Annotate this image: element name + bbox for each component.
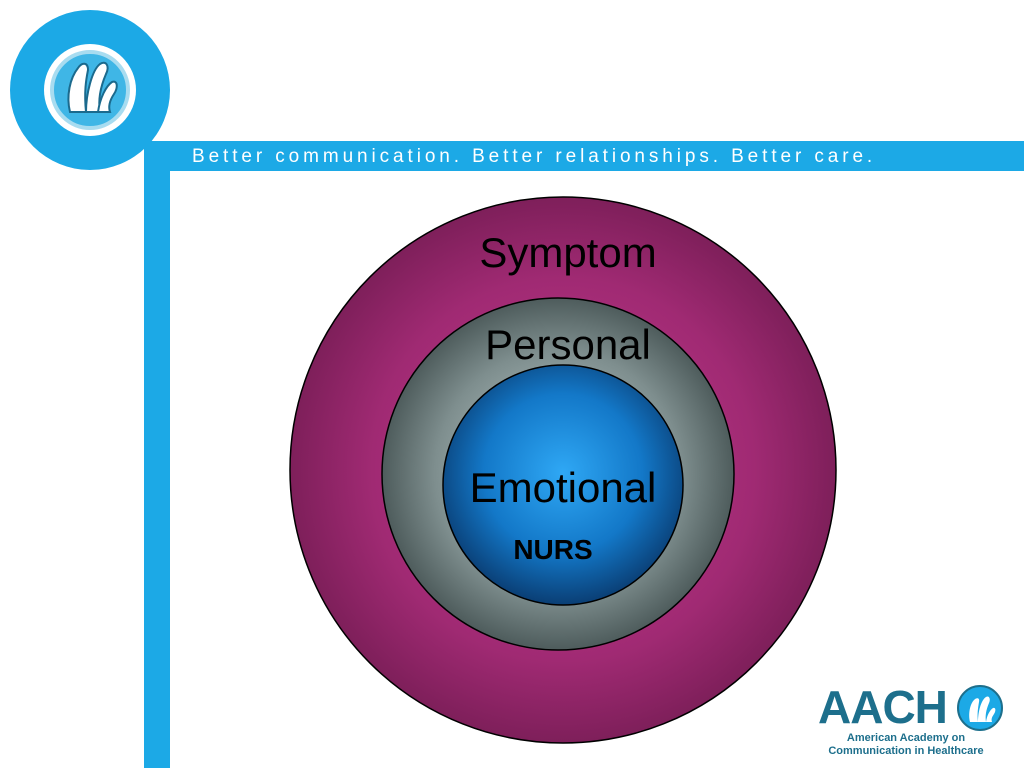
tagline: Better communication. Better relationshi… (192, 146, 877, 167)
vertical-frame-bar (144, 150, 170, 768)
ring-label-emotional: Emotional (469, 464, 657, 511)
tagline-bar (144, 141, 1024, 171)
logo-acronym: AACH (818, 681, 948, 733)
logo-line-2: Communication in Healthcare (828, 745, 984, 757)
center-note: NURS (513, 534, 593, 565)
ring-label-symptom: Symptom (479, 229, 657, 276)
ring-label-personal: Personal (485, 321, 651, 368)
ring-emotional (442, 364, 684, 606)
hand-emblem-icon (67, 61, 118, 113)
logo-line-1: American Academy on (846, 732, 966, 744)
logo-hand-icon (957, 685, 1003, 731)
aach-logo: AACH American Academy on Communication i… (804, 682, 1008, 762)
